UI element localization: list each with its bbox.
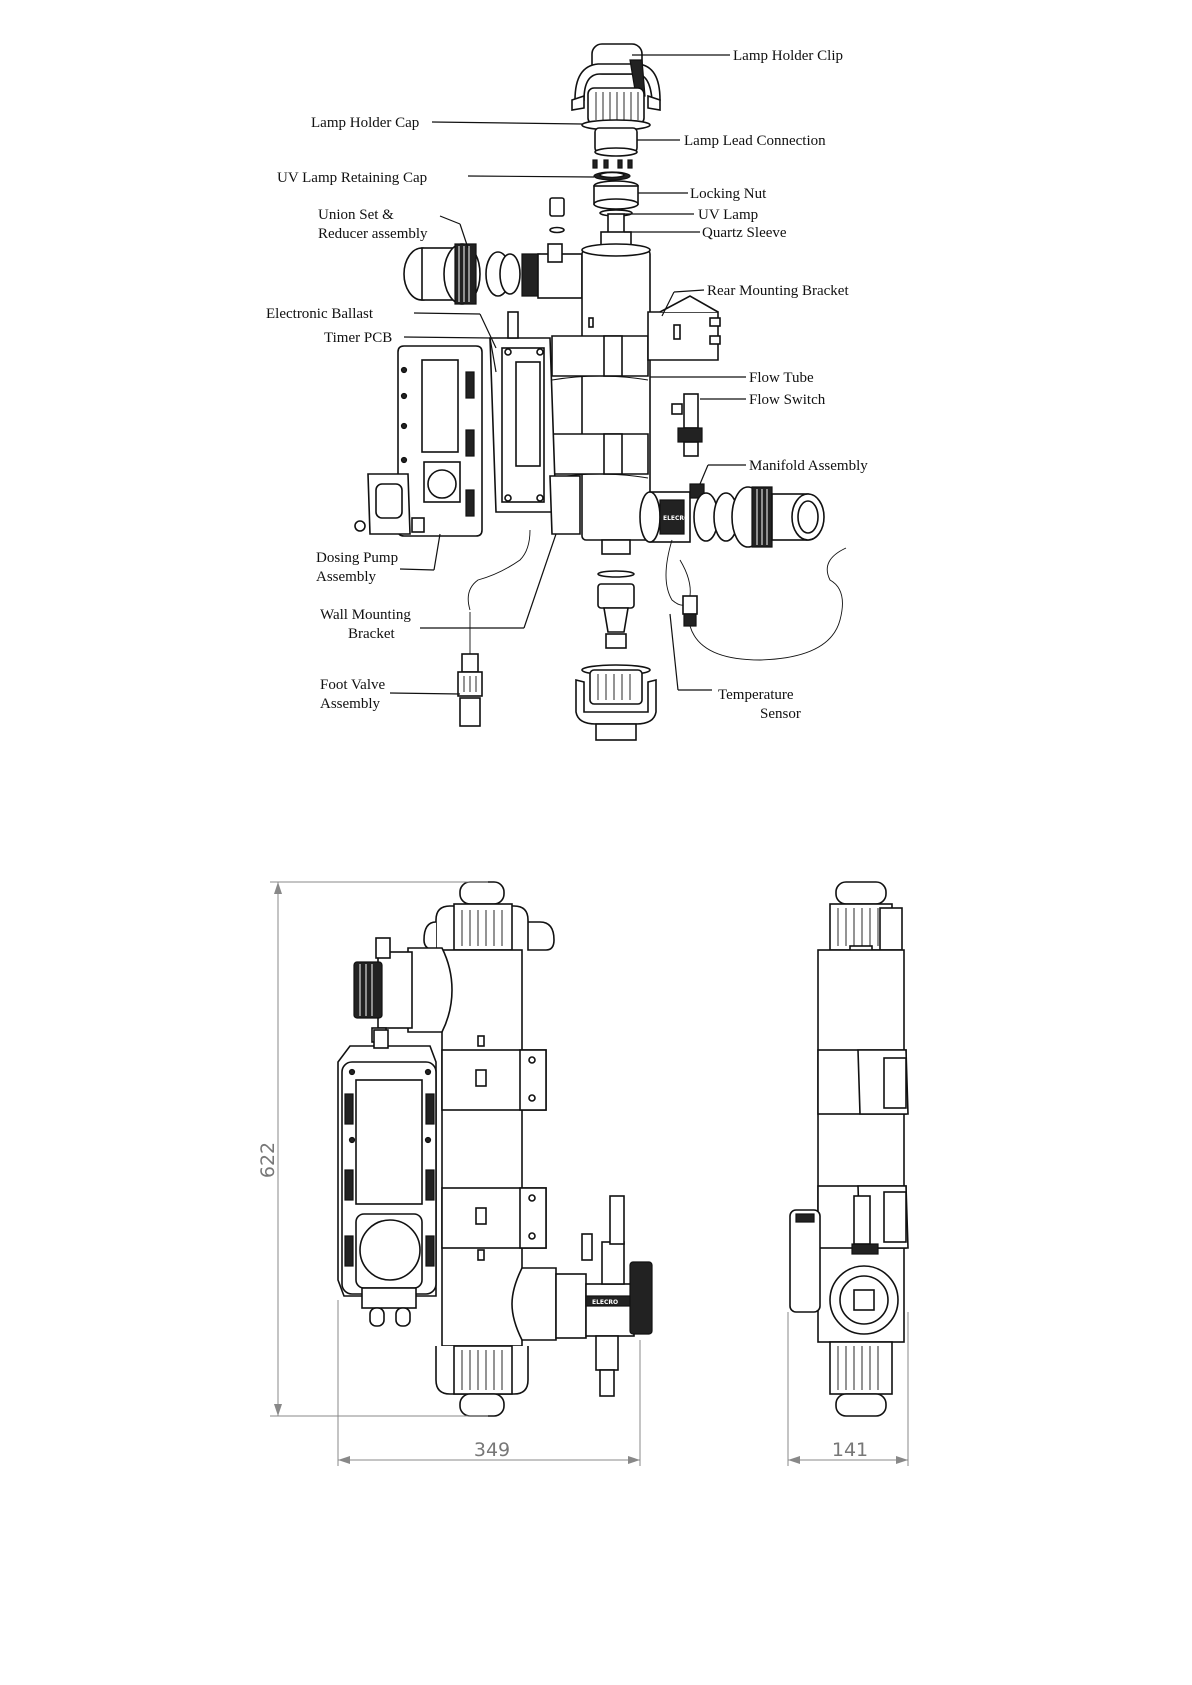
- callout-labels: Lamp Holder Clip Lamp Holder Cap Lamp Le…: [266, 48, 868, 722]
- bottom-lamp-holder-part: [575, 664, 657, 741]
- flow-tube-bottom-part: [597, 539, 635, 649]
- label-flow-switch: Flow Switch: [749, 392, 826, 408]
- label-lamp-holder-cap: Lamp Holder Cap: [311, 115, 419, 131]
- wall-mounting-bracket-part: [549, 475, 581, 535]
- side-view: [789, 881, 909, 1417]
- label-wall-mounting-line2: Bracket: [348, 626, 395, 642]
- front-manifold-logo: ELECRO: [592, 1299, 618, 1306]
- electronic-ballast-part: [489, 311, 557, 513]
- front-view: ELECRO: [337, 881, 653, 1417]
- label-flow-tube: Flow Tube: [749, 370, 814, 386]
- manifold-assembly-part: ELECRO: [639, 483, 825, 548]
- label-locking-nut: Locking Nut: [690, 186, 767, 202]
- timer-pcb-part: [397, 345, 483, 537]
- label-rear-mounting-bracket: Rear Mounting Bracket: [707, 283, 849, 299]
- dimension-depth: 141: [832, 1439, 868, 1461]
- label-dosing-pump-line1: Dosing Pump: [316, 550, 398, 566]
- uv-lamp-retaining-cap-part: [592, 159, 633, 181]
- label-lamp-lead-connection: Lamp Lead Connection: [684, 133, 826, 149]
- label-electronic-ballast: Electronic Ballast: [266, 306, 374, 322]
- small-fitting-part: [549, 197, 565, 234]
- dimension-width: 349: [474, 1439, 510, 1461]
- label-quartz-sleeve: Quartz Sleeve: [702, 225, 787, 241]
- locking-nut-part: [593, 180, 639, 217]
- label-uv-lamp: UV Lamp: [698, 207, 758, 223]
- exploded-view: ELECRO: [266, 43, 868, 741]
- manifold-logo: ELECRO: [663, 515, 689, 522]
- flow-switch-part: [671, 393, 703, 457]
- label-union-set-line1: Union Set &: [318, 207, 394, 223]
- label-dosing-pump-line2: Assembly: [316, 569, 377, 585]
- union-set-left-part: [403, 243, 583, 305]
- lamp-holder-cap-part: [581, 119, 651, 157]
- label-timer-pcb: Timer PCB: [324, 330, 392, 346]
- label-foot-valve-line2: Assembly: [320, 696, 381, 712]
- label-lamp-holder-clip: Lamp Holder Clip: [733, 48, 843, 64]
- rear-mounting-bracket-part: [647, 295, 721, 361]
- label-wall-mounting-line1: Wall Mounting: [320, 607, 411, 623]
- label-temperature-line1: Temperature: [718, 687, 794, 703]
- temperature-sensor-part: [665, 539, 847, 661]
- dimension-lines: 622 349 141: [257, 881, 909, 1466]
- dosing-pump-part: [354, 473, 425, 535]
- dimension-height: 622: [257, 1142, 279, 1178]
- lamp-holder-clip-part: [571, 43, 661, 125]
- label-uv-lamp-retaining-cap: UV Lamp Retaining Cap: [277, 170, 427, 186]
- label-union-set-line2: Reducer assembly: [318, 226, 428, 242]
- label-temperature-line2: Sensor: [760, 706, 801, 722]
- foot-valve-part: [457, 529, 531, 727]
- label-manifold-assembly: Manifold Assembly: [749, 458, 868, 474]
- quartz-sleeve-part: [600, 213, 632, 249]
- label-foot-valve-line1: Foot Valve: [320, 677, 385, 693]
- leader-lines: [389, 54, 746, 695]
